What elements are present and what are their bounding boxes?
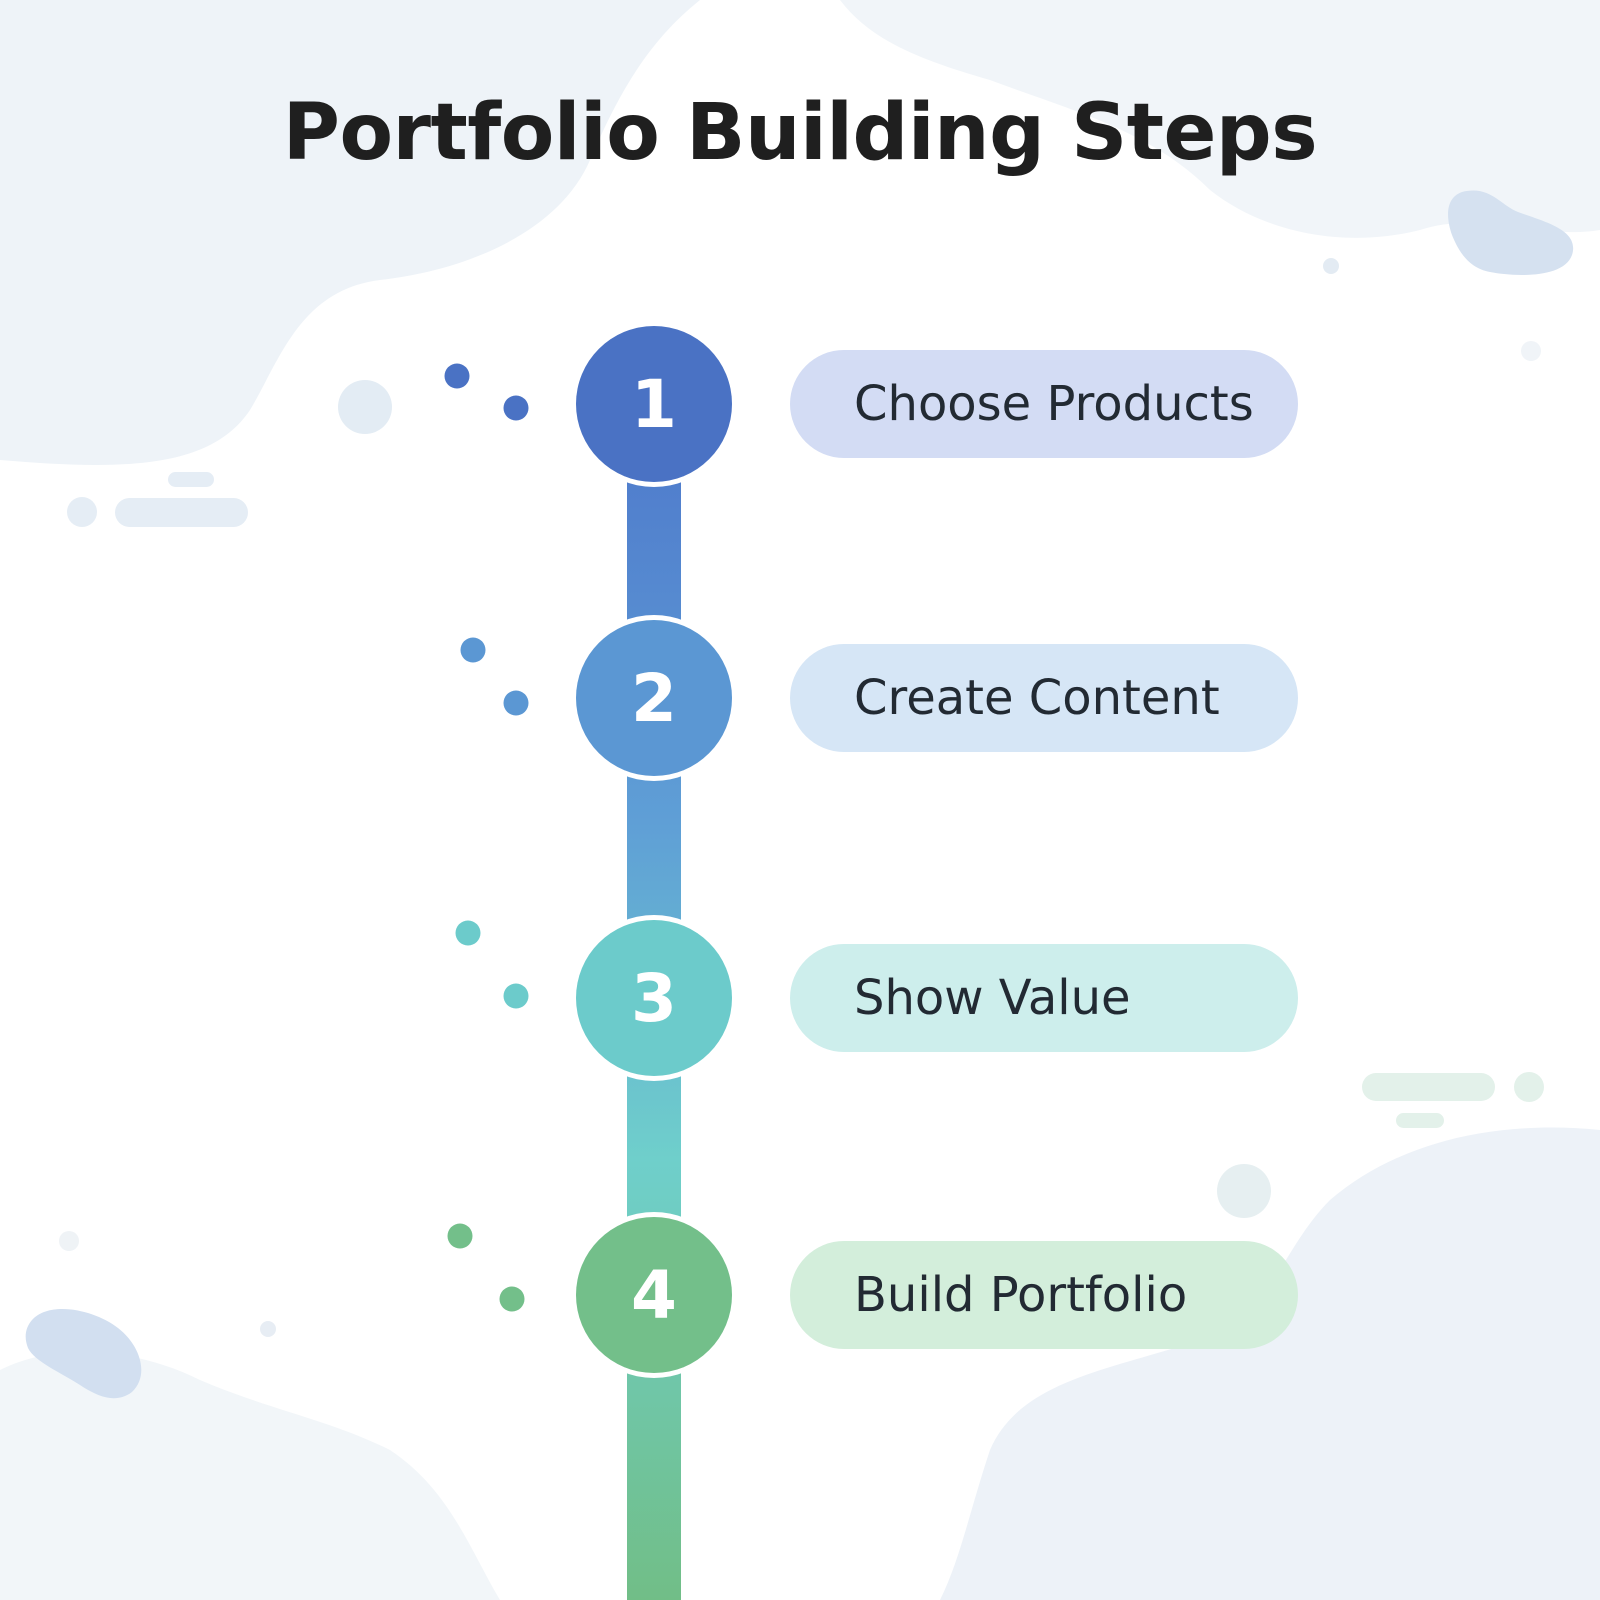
- step-1-label: Choose Products: [790, 350, 1298, 458]
- step-3-accent-dot: [455, 920, 481, 946]
- step-3-label: Show Value: [790, 944, 1298, 1052]
- blob-top-left: [0, 0, 700, 465]
- step-2-accent-dot: [460, 637, 486, 663]
- deco-dash: [168, 472, 214, 487]
- blob-small-bottom-left: [25, 1308, 142, 1399]
- page-title: Portfolio Building Steps: [282, 88, 1318, 178]
- step-4-number: 4: [631, 1257, 677, 1334]
- step-2-label: Create Content: [790, 644, 1298, 752]
- deco-circle: [1323, 258, 1339, 274]
- blob-bottom-right: [940, 1127, 1600, 1600]
- step-3-accent-dot: [503, 983, 529, 1009]
- step-2-accent-dot: [503, 690, 529, 716]
- step-1-circle: [576, 326, 732, 482]
- blob-bottom-left: [0, 1351, 500, 1600]
- deco-circle: [67, 497, 97, 527]
- deco-circle: [1521, 341, 1541, 361]
- step-4-circle: [576, 1217, 732, 1373]
- deco-dash: [115, 498, 248, 527]
- deco-circle: [59, 1231, 79, 1251]
- step-1-number: 1: [631, 366, 677, 443]
- deco-circle: [260, 1321, 276, 1337]
- deco-dash: [1362, 1073, 1495, 1101]
- step-4-accent-dot: [447, 1223, 473, 1249]
- blob-top-right: [840, 0, 1600, 238]
- deco-circle: [338, 380, 392, 434]
- deco-circle: [1514, 1072, 1544, 1102]
- step-2-number: 2: [631, 660, 677, 737]
- deco-circle: [1217, 1164, 1271, 1218]
- blob-small-top-right: [1448, 190, 1574, 275]
- step-1-accent-dot: [503, 395, 529, 421]
- step-3-circle: [576, 920, 732, 1076]
- step-3-number: 3: [631, 960, 677, 1037]
- step-4-label: Build Portfolio: [790, 1241, 1298, 1349]
- step-1-accent-dot: [444, 363, 470, 389]
- deco-dash: [1396, 1113, 1444, 1128]
- step-4-accent-dot: [499, 1286, 525, 1312]
- step-2-circle: [576, 620, 732, 776]
